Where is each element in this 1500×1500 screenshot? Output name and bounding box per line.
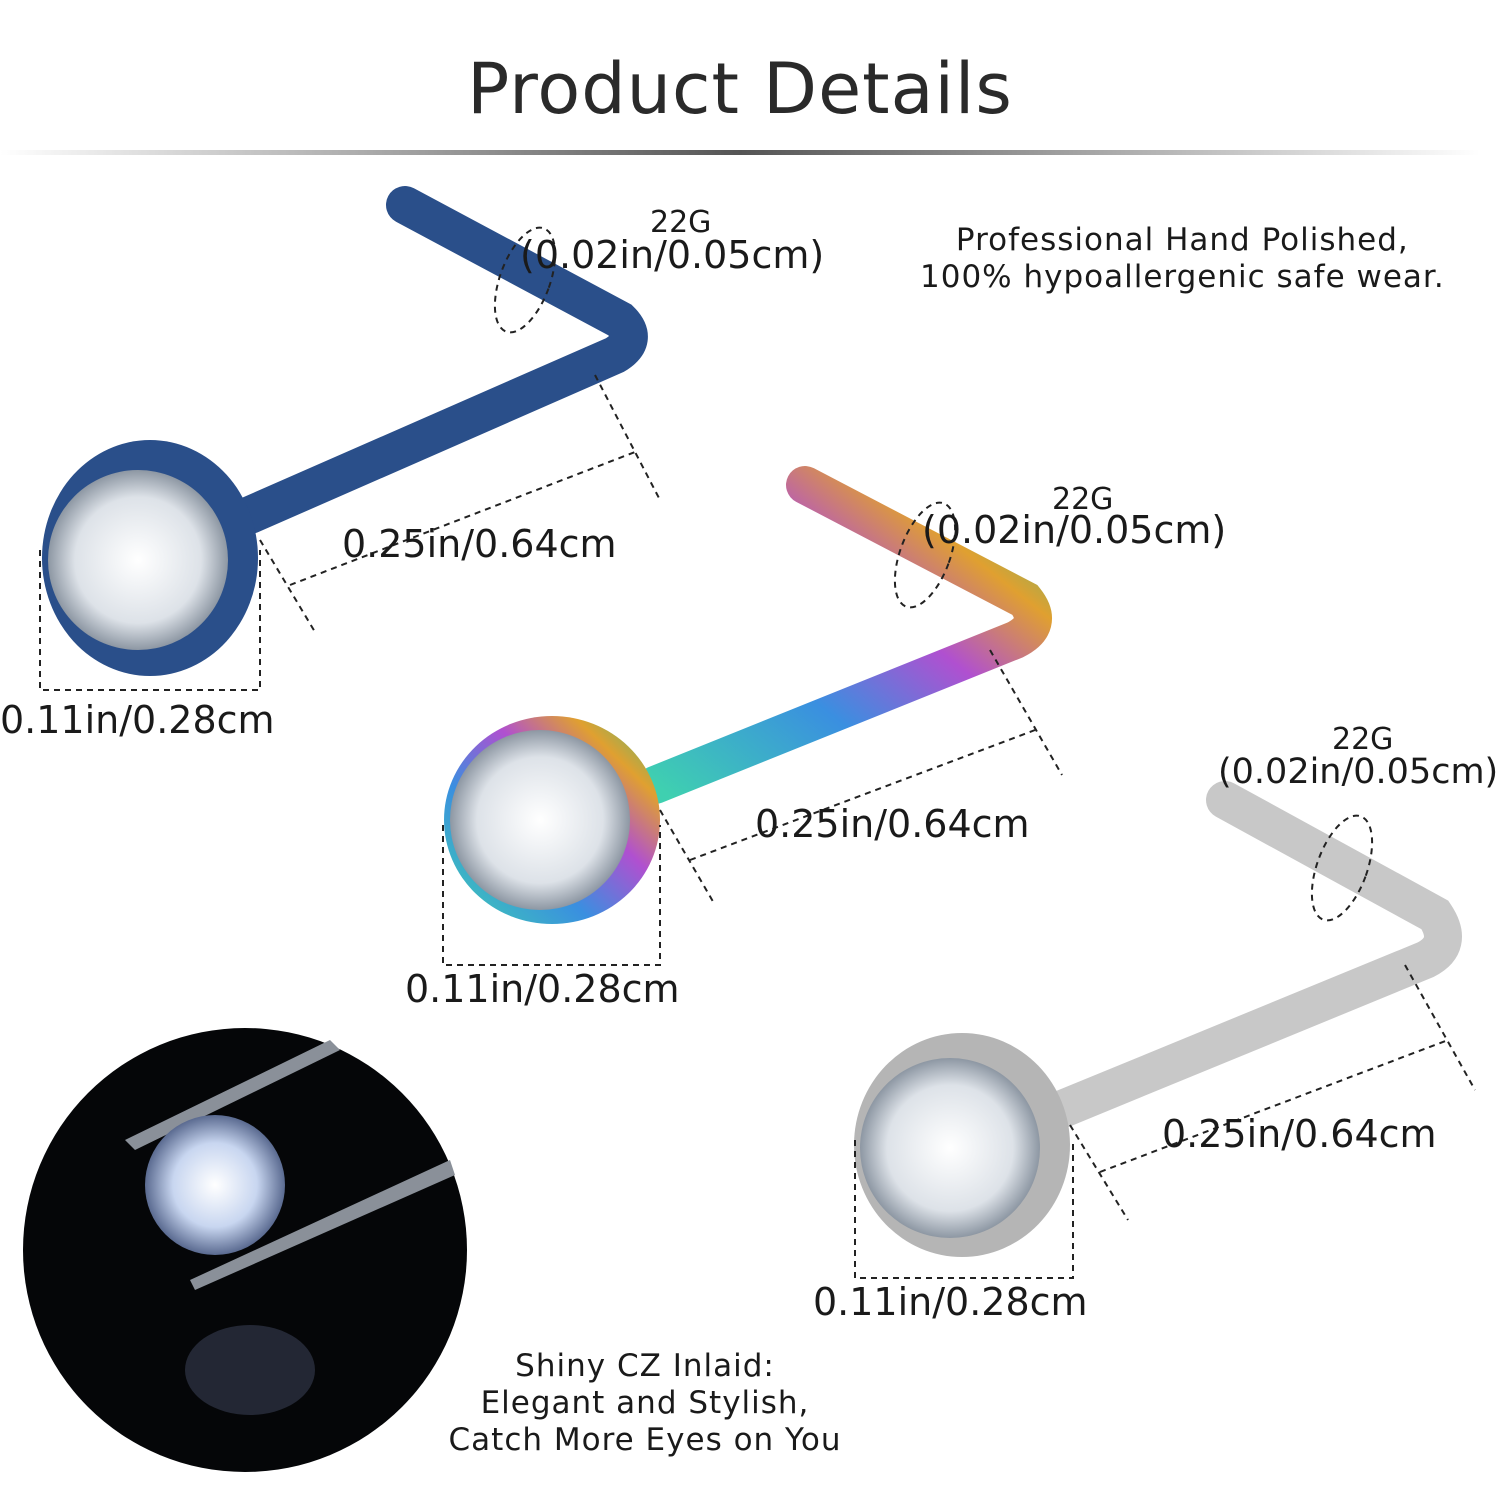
gauge-label: 22G — [650, 205, 712, 240]
feature-note-line: 100% hypoallergenic safe wear. — [920, 259, 1445, 295]
rainbow-stud — [444, 466, 1052, 924]
length-label: 0.25in/0.64cm — [1162, 1112, 1437, 1156]
cz-note-line: Catch More Eyes on You — [448, 1422, 842, 1458]
page-title: Product Details — [467, 48, 1013, 130]
cz-closeup-photo — [23, 1028, 467, 1472]
diameter-label: 0.11in/0.28cm — [405, 967, 680, 1011]
gauge-size-label: (0.02in/0.05cm) — [520, 233, 825, 277]
diameter-label: 0.11in/0.28cm — [0, 698, 275, 742]
feature-note-line: Professional Hand Polished, — [955, 222, 1409, 258]
divider — [0, 150, 1480, 155]
gauge-label: 22G — [1332, 722, 1394, 757]
length-label: 0.25in/0.64cm — [755, 802, 1030, 846]
gauge-label: 22G — [1052, 482, 1114, 517]
diameter-label: 0.11in/0.28cm — [813, 1280, 1088, 1324]
cz-note-line: Elegant and Stylish, — [480, 1385, 810, 1421]
cz-note: Shiny CZ Inlaid: Elegant and Stylish, Ca… — [430, 1348, 860, 1459]
blue-stud — [42, 186, 648, 676]
cz-note-line: Shiny CZ Inlaid: — [515, 1348, 775, 1384]
gem-icon — [48, 470, 228, 650]
length-label: 0.25in/0.64cm — [342, 522, 617, 566]
gem-icon — [860, 1058, 1040, 1238]
gem-icon — [450, 730, 630, 910]
silver-stud — [854, 781, 1462, 1257]
gauge-size-label: (0.02in/0.05cm) — [1218, 752, 1499, 792]
gauge-size-label: (0.02in/0.05cm) — [922, 508, 1227, 552]
feature-note: Professional Hand Polished, 100% hypoall… — [920, 222, 1445, 296]
